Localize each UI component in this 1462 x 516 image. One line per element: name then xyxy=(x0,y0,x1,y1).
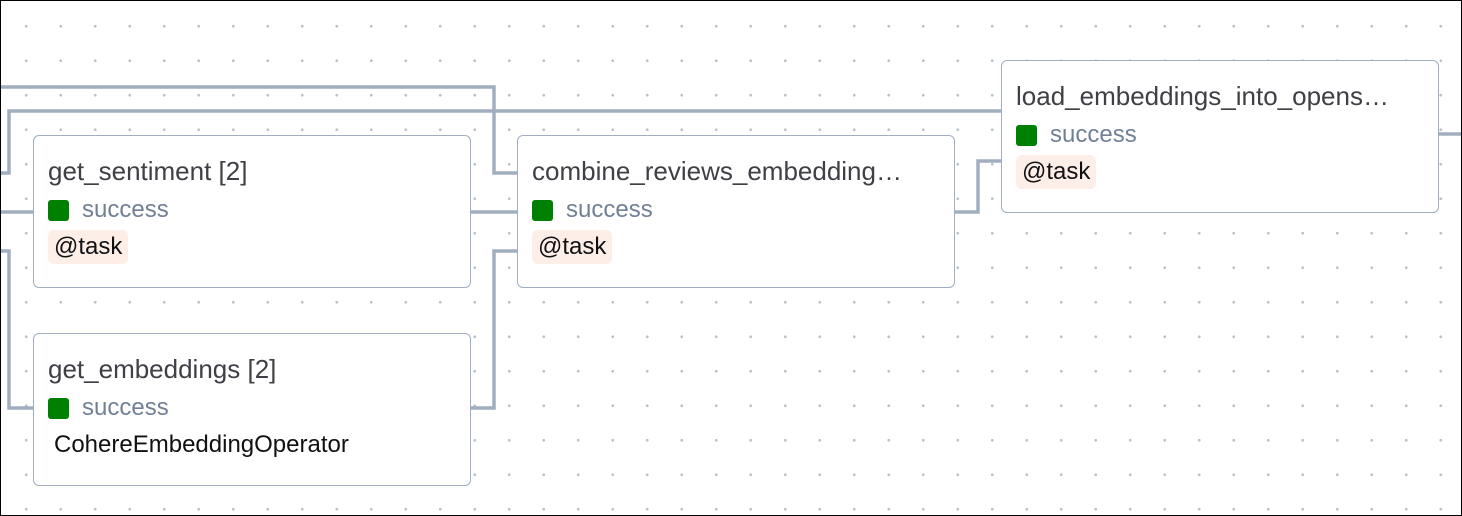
edge-combine-to-load xyxy=(953,159,1003,214)
task-node-combine-reviews-embeddings[interactable]: combine_reviews_embedding… success @task xyxy=(517,135,955,288)
task-type-badge: @task xyxy=(532,230,613,264)
task-status: success xyxy=(48,195,458,225)
edge-left-to-combine xyxy=(1,85,518,175)
task-title: get_sentiment [2] xyxy=(48,156,248,186)
task-node-get-embeddings[interactable]: get_embeddings [2] success CohereEmbeddi… xyxy=(33,333,471,486)
status-label: success xyxy=(82,394,169,421)
status-label: success xyxy=(566,196,653,223)
task-node-get-sentiment[interactable]: get_sentiment [2] success @task xyxy=(33,135,471,288)
status-label: success xyxy=(1050,121,1137,148)
success-status-icon xyxy=(48,397,69,419)
edge-left-to-embeddings xyxy=(1,249,35,410)
task-status: success xyxy=(1016,120,1426,150)
edge-embeddings-to-combine xyxy=(470,249,518,410)
task-title: get_embeddings [2] xyxy=(48,354,277,384)
task-status: success xyxy=(532,195,942,225)
task-title: load_embeddings_into_opens… xyxy=(1016,81,1389,111)
success-status-icon xyxy=(48,199,69,221)
task-node-load-embeddings[interactable]: load_embeddings_into_opens… success @tas… xyxy=(1001,60,1439,213)
edge-left-to-load xyxy=(1,109,1003,175)
task-type-badge: @task xyxy=(48,230,129,264)
success-status-icon xyxy=(532,199,553,221)
success-status-icon xyxy=(1016,124,1037,146)
task-type-badge: @task xyxy=(1016,155,1097,189)
task-title: combine_reviews_embedding… xyxy=(532,156,902,186)
status-label: success xyxy=(82,196,169,223)
task-status: success xyxy=(48,393,458,423)
operator-label: CohereEmbeddingOperator xyxy=(54,431,349,458)
